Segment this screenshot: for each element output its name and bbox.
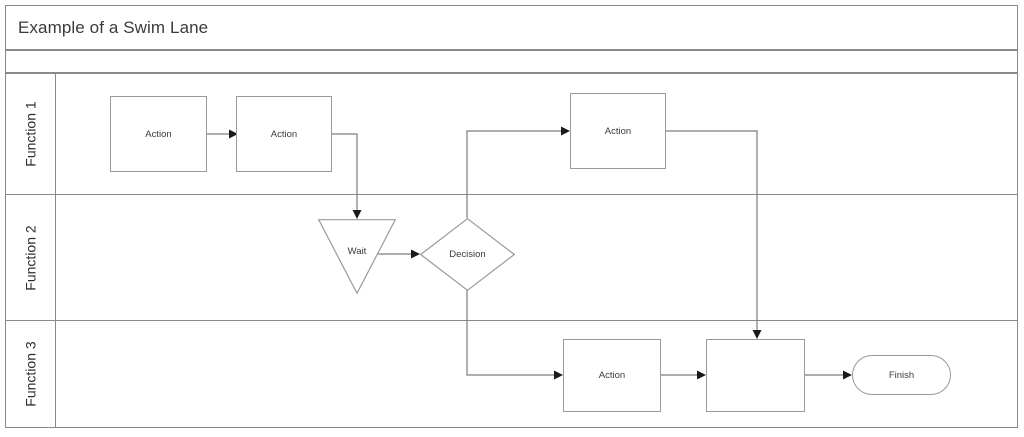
shape-label: Action <box>598 370 626 381</box>
spacer-band <box>5 50 1018 73</box>
lane-label-text: Function 1 <box>22 101 39 167</box>
shape-process-5[interactable] <box>706 339 805 412</box>
diagram-title-band: Example of a Swim Lane <box>5 5 1018 50</box>
lane-label-text: Function 3 <box>22 341 39 407</box>
shape-action-2[interactable]: Action <box>236 96 332 172</box>
shape-finish[interactable]: Finish <box>852 355 951 395</box>
lane-function-1: Function 1 <box>5 73 1018 194</box>
shape-label: Action <box>604 125 632 137</box>
triangle-icon <box>318 219 396 294</box>
lane-label-text: Function 2 <box>22 224 39 291</box>
shape-action-1[interactable]: Action <box>110 96 207 172</box>
shape-decision[interactable]: Decision <box>420 218 515 291</box>
shape-label: Finish <box>888 369 915 381</box>
shape-wait[interactable]: Wait <box>318 219 396 294</box>
lane-label-function-1: Function 1 <box>6 74 56 194</box>
shape-label: Wait <box>347 246 367 257</box>
shape-label: Action <box>145 128 172 140</box>
diagram-title: Example of a Swim Lane <box>18 17 209 37</box>
shape-label: Decision <box>449 249 486 260</box>
lane-label-function-2: Function 2 <box>6 195 56 320</box>
shape-label: Action <box>270 128 298 140</box>
lane-label-function-3: Function 3 <box>6 321 56 427</box>
shape-action-4[interactable]: Action <box>563 339 661 412</box>
shape-action-3[interactable]: Action <box>570 93 666 169</box>
